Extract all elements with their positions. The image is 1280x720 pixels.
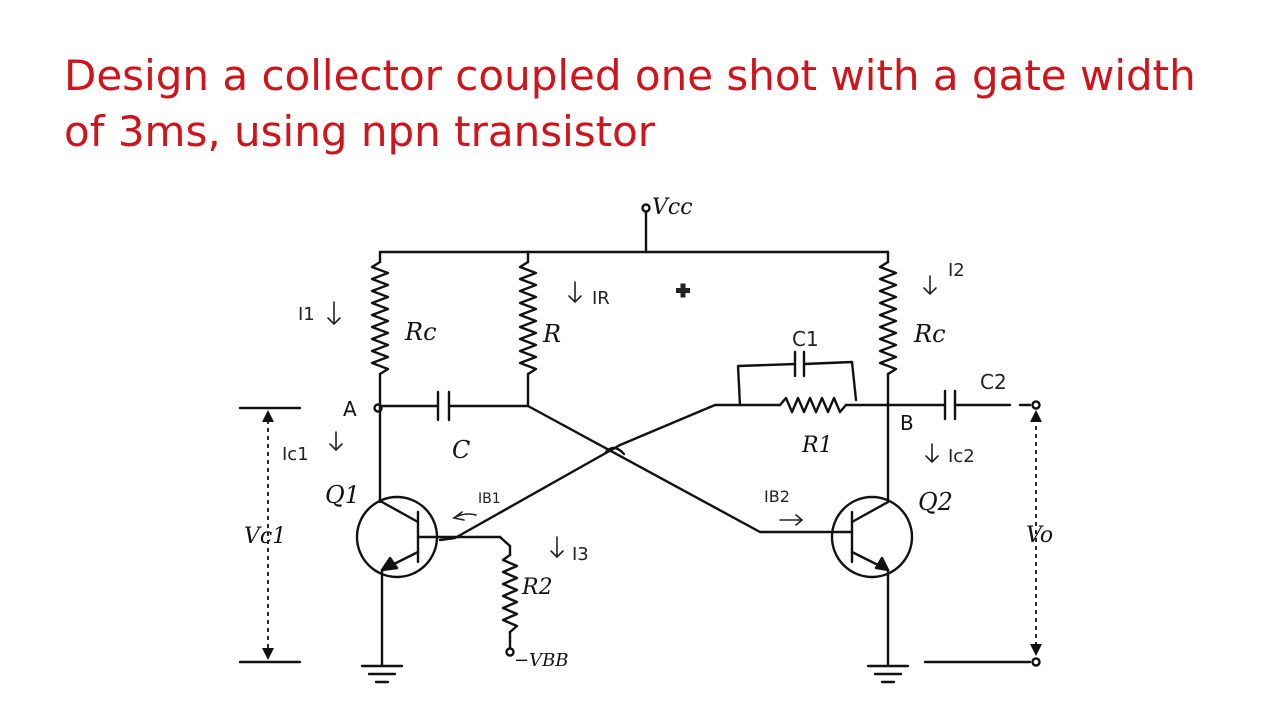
output-capacitor-c2 — [886, 389, 1041, 421]
vcc-terminal — [641, 203, 651, 254]
title-line-2: of 3ms, using npn transistor — [64, 107, 656, 156]
vo-label: Vo — [1026, 523, 1053, 548]
transistor-q1 — [355, 495, 442, 667]
ib1-arrow — [452, 511, 477, 521]
ic2-arrow — [925, 443, 939, 464]
ib1-annotation: IB1 — [478, 491, 501, 507]
r2-label: R2 — [521, 575, 553, 600]
ic2-annotation: Ic2 — [948, 446, 975, 467]
i3-annotation: I3 — [572, 544, 589, 565]
r1-label: R1 — [801, 433, 833, 458]
ir-annotation: IR — [592, 288, 610, 309]
vc1-label: Vc1 — [244, 524, 286, 549]
rc-right-resistor — [878, 250, 898, 408]
q2-label: Q2 — [918, 488, 953, 516]
node-a-label: A — [343, 397, 357, 421]
transistor-q2 — [758, 495, 914, 667]
page-title: Design a collector coupled one shot with… — [64, 48, 1264, 160]
rc-left-label: Rc — [404, 318, 437, 346]
ic1-annotation: Ic1 — [282, 444, 309, 465]
timing-capacitor-c — [373, 390, 530, 422]
vbb-label: −VBB — [514, 650, 569, 671]
plus-marker — [676, 283, 690, 298]
node-b-label: B — [900, 411, 914, 435]
ib2-arrow — [779, 514, 804, 526]
cross-coupling — [438, 403, 782, 542]
i1-annotation: I1 — [298, 304, 315, 325]
c1-label: C1 — [792, 327, 819, 351]
i3-arrow — [550, 536, 564, 559]
vcc-label: Vcc — [652, 195, 693, 220]
title-line-1: Design a collector coupled one shot with… — [64, 51, 1196, 100]
ic1-arrow — [329, 431, 343, 452]
q1-label: Q1 — [325, 481, 360, 509]
r1-c1-network — [736, 350, 890, 414]
rc-left-resistor — [370, 250, 390, 410]
ir-arrow — [568, 281, 582, 304]
i2-annotation: I2 — [948, 260, 965, 281]
c-label: C — [452, 436, 470, 464]
r-label: R — [542, 320, 561, 348]
rc-right-label: Rc — [913, 320, 946, 348]
r2-resistor — [438, 535, 519, 657]
ground-right — [866, 664, 910, 684]
i1-arrow — [327, 301, 341, 326]
c2-label: C2 — [980, 370, 1007, 394]
i2-arrow — [923, 275, 937, 296]
ground-left — [360, 664, 404, 684]
ib2-annotation: IB2 — [764, 487, 790, 506]
r-resistor — [518, 250, 538, 408]
